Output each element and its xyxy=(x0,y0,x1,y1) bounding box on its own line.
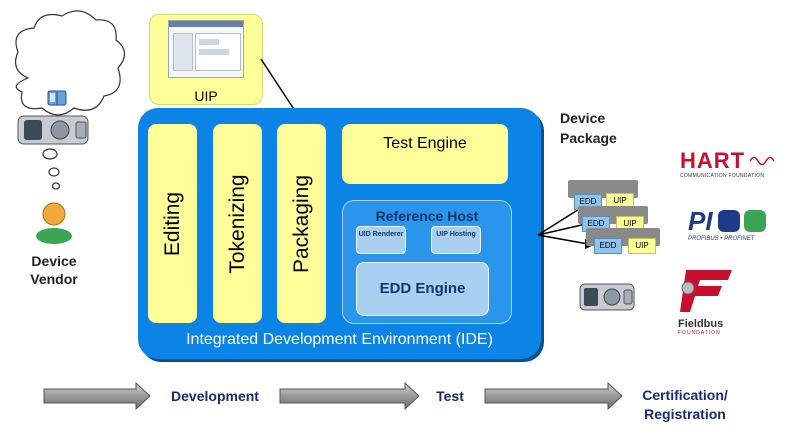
vendor-label: Device Vendor xyxy=(30,253,78,287)
flow-arrows xyxy=(43,381,623,411)
flow-test-label: Test xyxy=(436,388,464,404)
uip-hosting-box: UIP Hosting xyxy=(431,226,481,254)
uip-label: UIP xyxy=(194,88,218,104)
book-icon xyxy=(47,90,67,106)
device-package-title: Device Package xyxy=(560,110,617,146)
tokenizing-column: Tokenizing xyxy=(213,124,262,323)
ide-label: Integrated Development Environment (IDE) xyxy=(186,331,493,348)
uid-renderer-box: UID Renderer xyxy=(356,226,406,254)
edd-engine-box: EDD Engine xyxy=(356,262,489,316)
profibus-pi-logo: PI PROFIBUS • PROFINET xyxy=(688,208,780,246)
test-engine-box: Test Engine xyxy=(342,124,508,184)
reference-host-title: Reference Host xyxy=(375,208,479,224)
flow-certification-label: Certification/ Registration xyxy=(642,387,728,422)
package-edd-label: EDD xyxy=(594,238,622,254)
device-icon xyxy=(579,283,635,311)
device-icon xyxy=(17,115,89,145)
fieldbus-logo: Fieldbus FOUNDATION xyxy=(678,266,748,336)
package-uip-label: UIP xyxy=(628,238,656,254)
editing-column: Editing xyxy=(148,124,197,323)
hart-logo: HART COMMUNICATION FOUNDATION xyxy=(680,150,775,182)
flow-development-label: Development xyxy=(171,388,259,404)
packaging-column: Packaging xyxy=(277,124,326,323)
person-icon xyxy=(36,202,72,244)
uip-screenshot-thumbnail xyxy=(168,20,244,78)
